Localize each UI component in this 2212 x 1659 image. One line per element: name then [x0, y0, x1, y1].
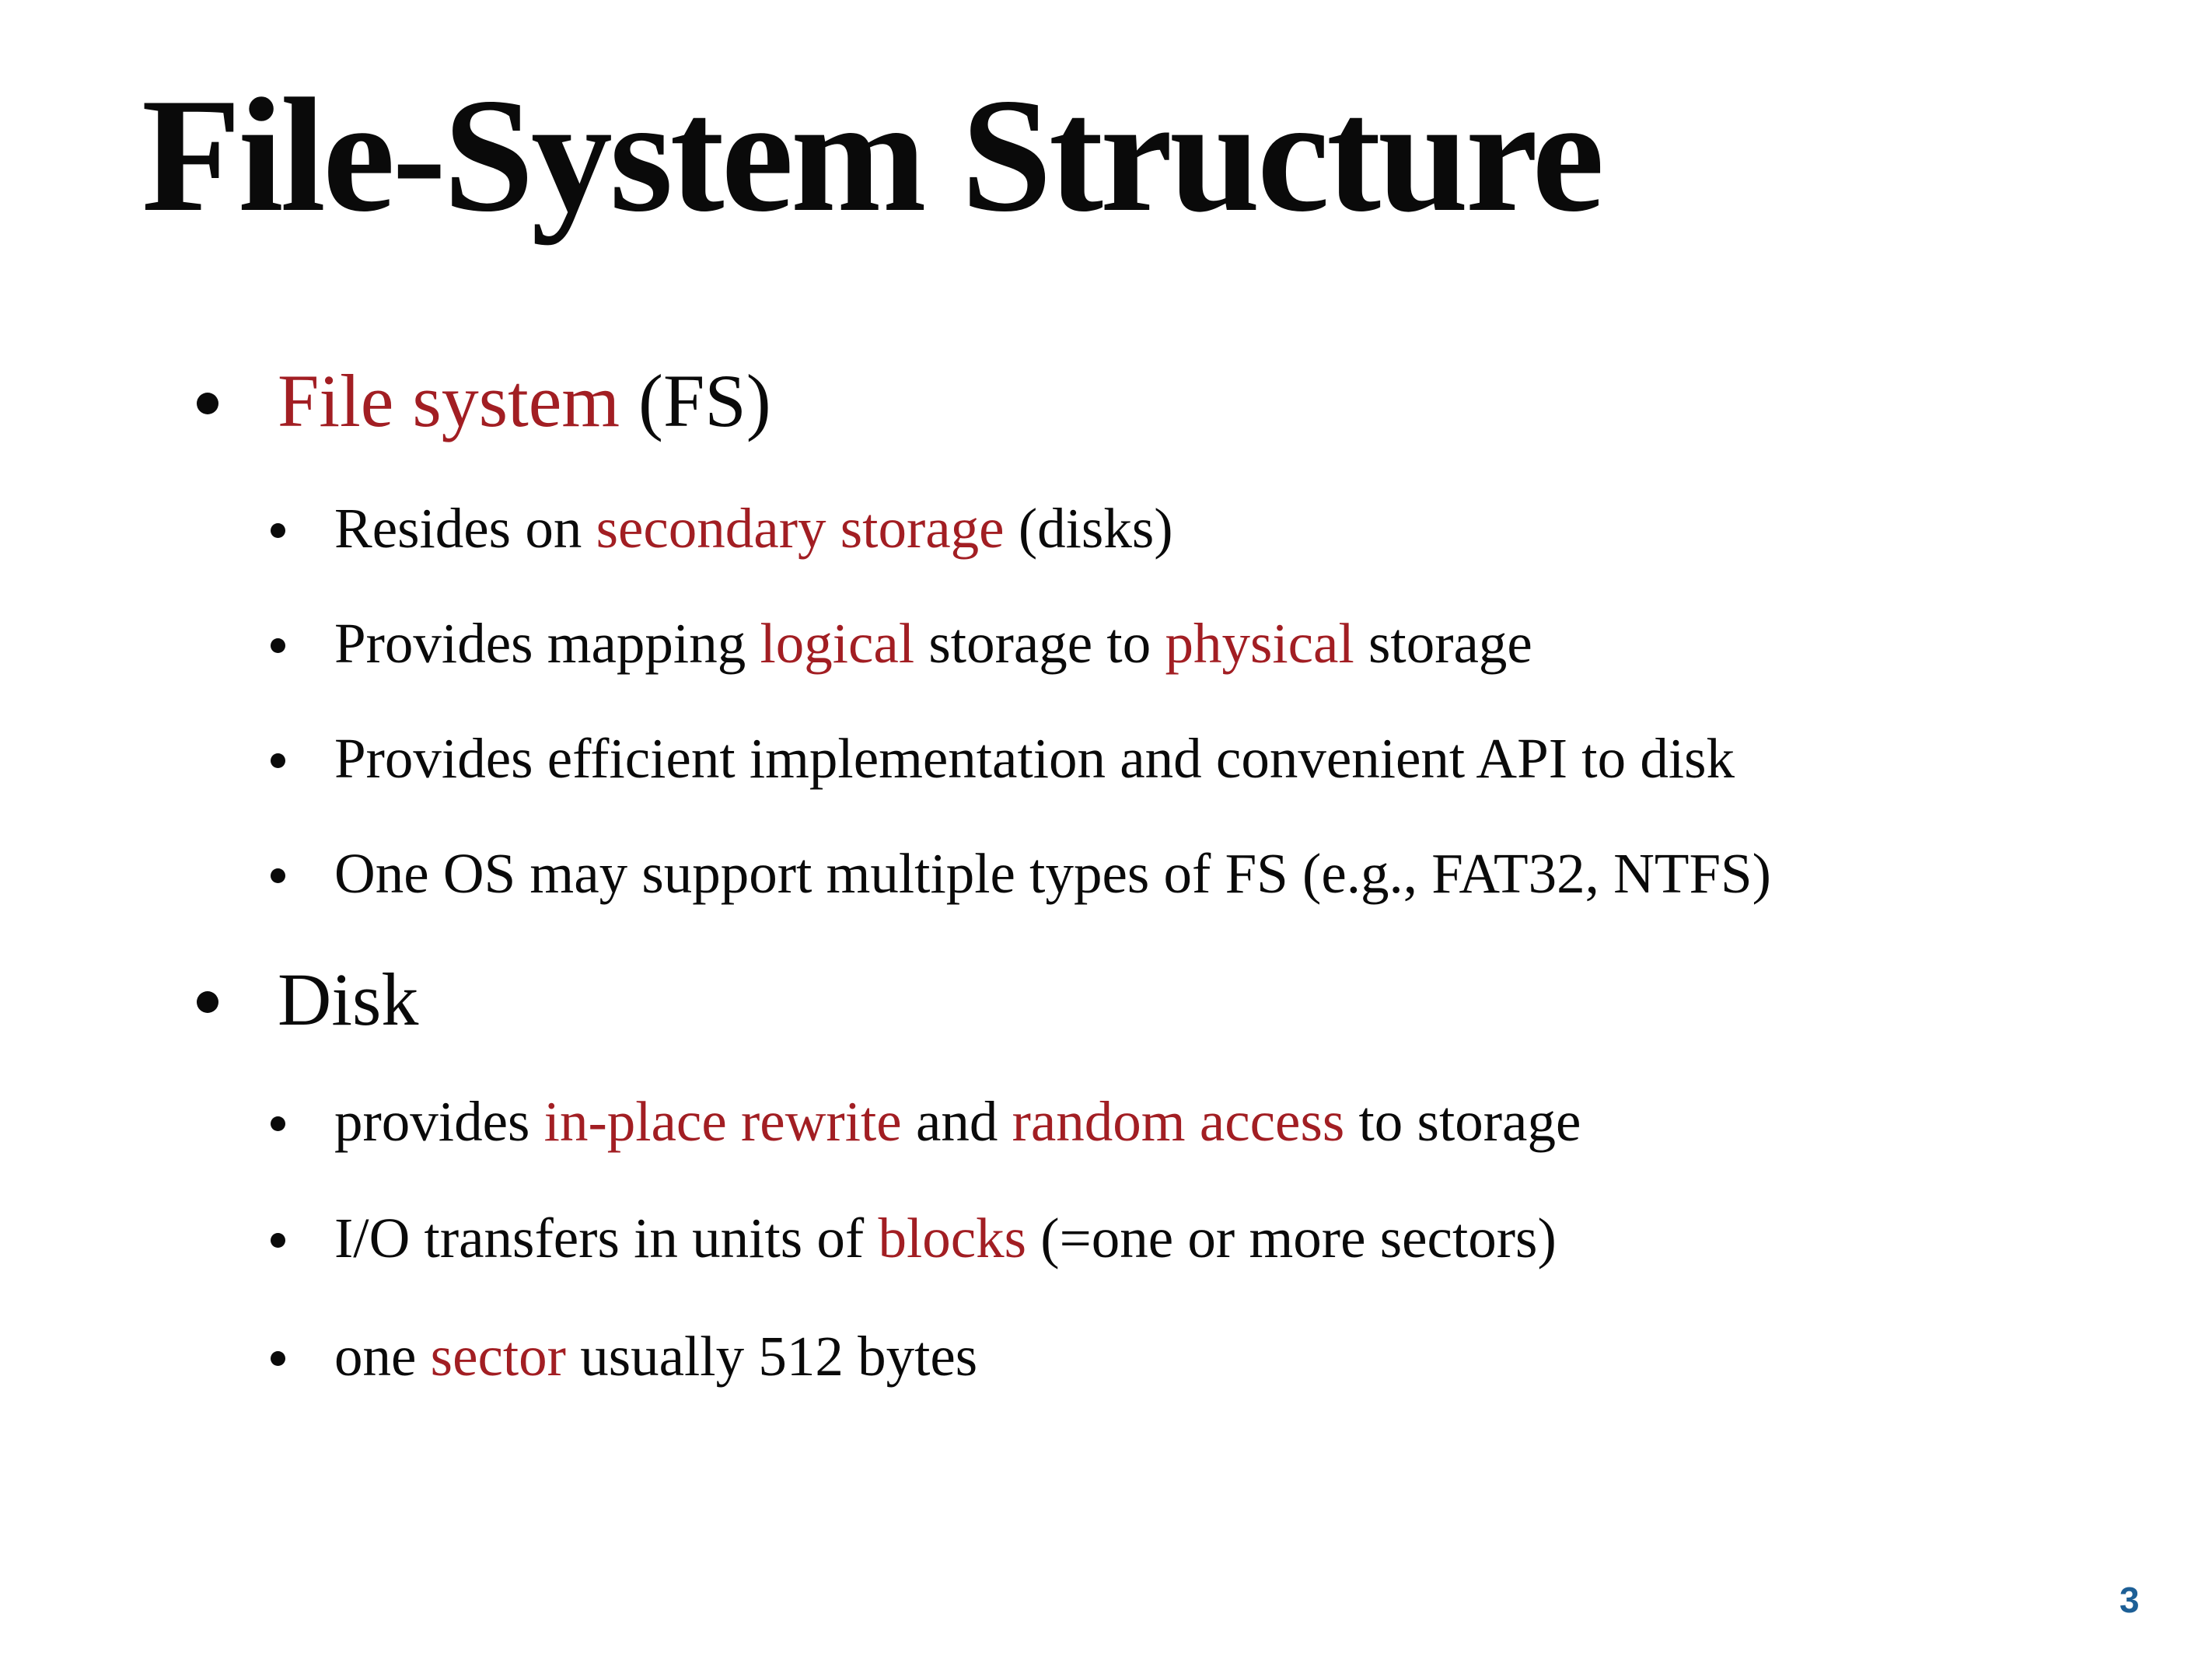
bullet-item-sector: one sector usually 512 bytes: [271, 1328, 977, 1385]
plain-text: (disks): [1004, 497, 1173, 560]
bullet-icon: [271, 753, 285, 768]
bullet-icon: [271, 1350, 285, 1366]
plain-text: provides: [334, 1090, 544, 1153]
bullet-icon: [197, 393, 218, 414]
bullet-text: Provides mapping logical storage to phys…: [334, 615, 1532, 672]
plain-text: (FS): [620, 359, 771, 442]
plain-text: one: [334, 1325, 431, 1388]
bullet-text: Resides on secondary storage (disks): [334, 500, 1173, 557]
plain-text: I/O transfers in units of: [334, 1207, 879, 1270]
bullet-icon: [271, 868, 285, 883]
bullet-item-inplace: provides in-place rewrite and random acc…: [271, 1093, 1581, 1150]
bullet-item-resides: Resides on secondary storage (disks): [271, 500, 1173, 557]
page-number: 3: [2119, 1580, 2140, 1620]
bullet-icon: [197, 991, 218, 1013]
plain-text: Disk: [278, 958, 419, 1041]
plain-text: to storage: [1344, 1090, 1581, 1153]
bullet-text: One OS may support multiple types of FS …: [334, 845, 1771, 902]
highlight-text: blocks: [878, 1207, 1027, 1270]
plain-text: and: [901, 1090, 1012, 1153]
bullet-icon: [271, 522, 285, 538]
bullet-icon: [271, 1116, 285, 1131]
bullet-item-mapping: Provides mapping logical storage to phys…: [271, 615, 1532, 672]
plain-text: (=one or more sectors): [1026, 1207, 1557, 1270]
plain-text: One OS may support multiple types of FS …: [334, 842, 1771, 905]
bullet-text: Provides efficient implementation and co…: [334, 730, 1735, 787]
bullet-item-io-transfers: I/O transfers in units of blocks (=one o…: [271, 1210, 1557, 1266]
plain-text: Resides on: [334, 497, 596, 560]
bullet-item-file-system: File system (FS): [197, 364, 771, 438]
highlight-text: random access: [1012, 1090, 1345, 1153]
bullet-text: I/O transfers in units of blocks (=one o…: [334, 1210, 1557, 1266]
plain-text: storage: [1354, 612, 1532, 675]
bullet-item-efficient: Provides efficient implementation and co…: [271, 730, 1735, 787]
highlight-text: secondary storage: [596, 497, 1005, 560]
highlight-text: physical: [1165, 612, 1354, 675]
plain-text: storage to: [914, 612, 1165, 675]
highlight-text: File system: [278, 359, 620, 442]
bullet-item-one-os: One OS may support multiple types of FS …: [271, 845, 1771, 902]
slide-title: File-System Structure: [142, 65, 1604, 246]
bullet-icon: [271, 637, 285, 653]
highlight-text: in-place rewrite: [543, 1090, 902, 1153]
bullet-icon: [271, 1232, 285, 1248]
bullet-text: one sector usually 512 bytes: [334, 1328, 977, 1385]
plain-text: Provides mapping: [334, 612, 760, 675]
highlight-text: logical: [760, 612, 915, 675]
highlight-text: sector: [430, 1325, 566, 1388]
bullet-text: Disk: [278, 962, 418, 1037]
plain-text: usually 512 bytes: [565, 1325, 978, 1388]
bullet-text: File system (FS): [278, 364, 771, 438]
bullet-item-disk: Disk: [197, 962, 418, 1037]
plain-text: Provides efficient implementation and co…: [334, 727, 1735, 790]
bullet-text: provides in-place rewrite and random acc…: [334, 1093, 1581, 1150]
